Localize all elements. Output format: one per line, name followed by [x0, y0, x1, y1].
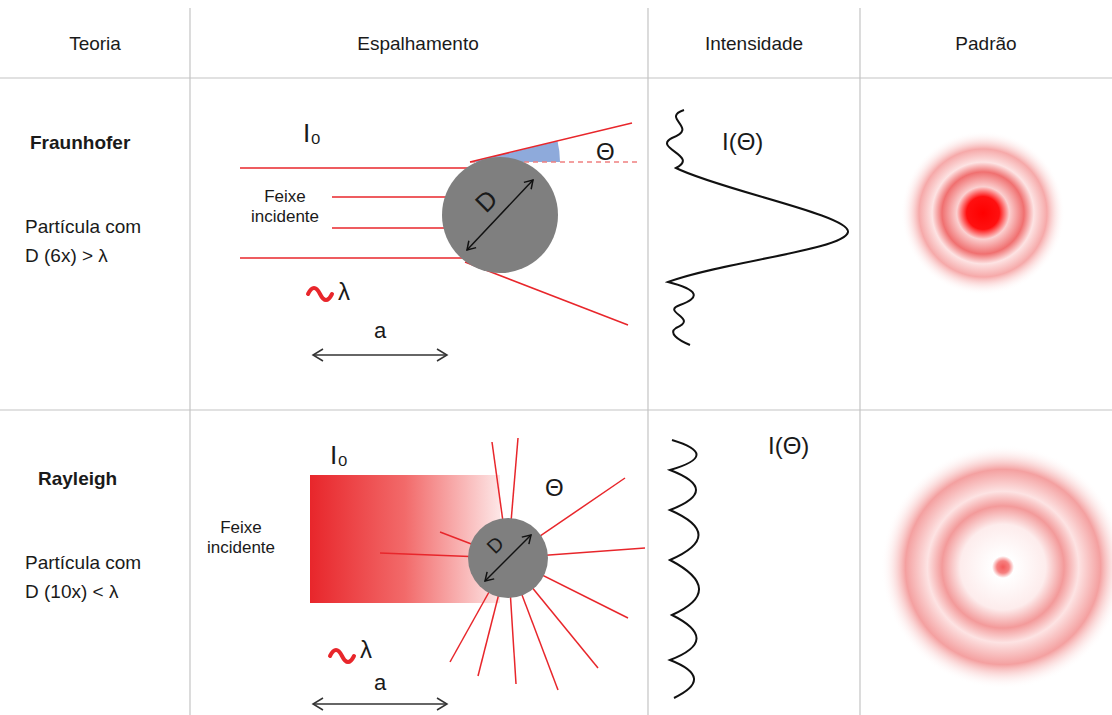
particle-condition: Partícula com D (6x) > λ — [25, 212, 157, 271]
column-header: Intensidade — [705, 33, 803, 56]
diffraction-pattern — [881, 445, 1112, 689]
angle-symbol: Θ — [596, 138, 615, 167]
fraunhofer-scattering — [240, 123, 640, 361]
distance-label: a — [374, 318, 386, 344]
diameter-label: D — [470, 185, 502, 217]
beam-label: Feixe incidente — [196, 518, 286, 559]
theory-name: Rayleigh — [38, 468, 117, 491]
diameter-arrow — [468, 518, 548, 598]
particle-condition: Partícula com D (10x) < λ — [25, 548, 157, 607]
rayleigh-scattering — [310, 438, 645, 710]
intensity-label: I(Θ) — [722, 128, 763, 157]
wavelength-symbol: λ — [338, 278, 350, 307]
diameter-arrow — [442, 157, 558, 273]
intensity-curve — [667, 110, 848, 345]
theory-name: Fraunhofer — [30, 132, 130, 155]
column-header: Teoria — [69, 33, 121, 56]
particle-circle: D — [468, 518, 548, 598]
diffraction-pattern — [901, 131, 1065, 295]
column-header: Espalhamento — [357, 33, 478, 56]
intensity-curve — [670, 440, 699, 698]
column-header: Padrão — [955, 33, 1016, 56]
diameter-label: D — [483, 533, 507, 557]
wavelength-symbol: λ — [360, 636, 372, 665]
intensity-symbol: I₀ — [330, 440, 348, 471]
distance-label: a — [374, 670, 386, 696]
beam-label: Feixe incidente — [245, 187, 325, 228]
particle-circle: D — [442, 157, 558, 273]
angle-symbol: Θ — [545, 474, 564, 503]
intensity-symbol: I₀ — [303, 118, 321, 149]
intensity-label: I(Θ) — [768, 432, 809, 461]
